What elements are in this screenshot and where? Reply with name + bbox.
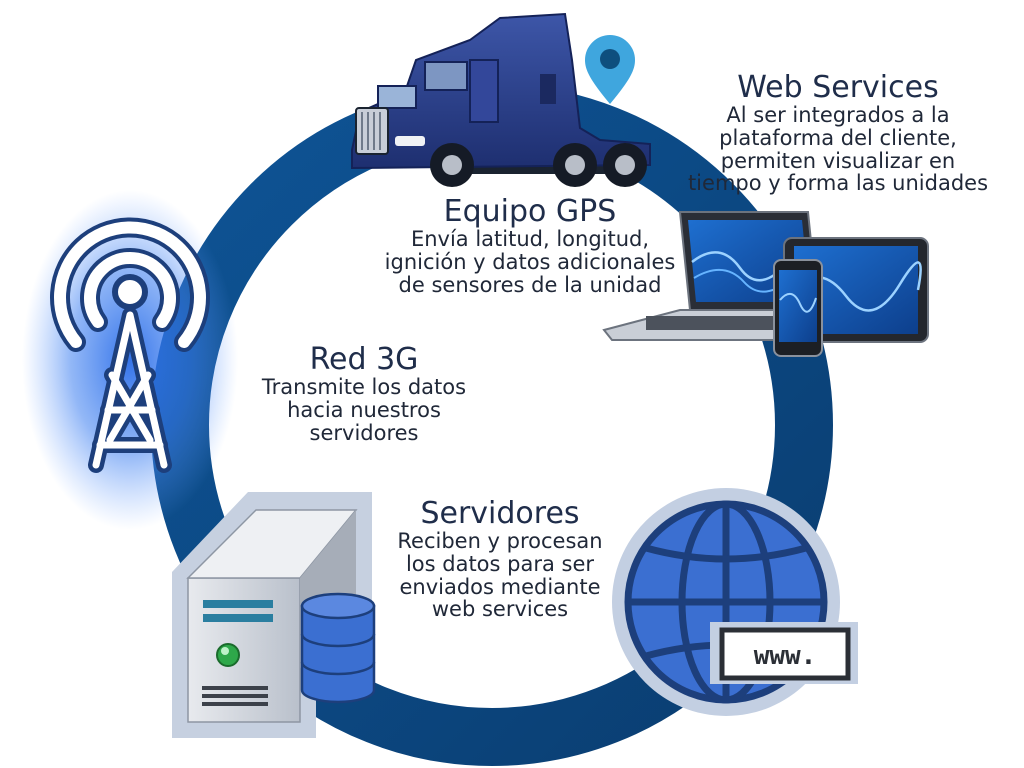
globe-www-icon: www.	[612, 488, 858, 716]
web-title: Web Services	[737, 70, 939, 105]
web-services-label: Web Services Al ser integrados a la plat…	[668, 70, 1008, 196]
gps-title: Equipo GPS	[443, 194, 617, 229]
antenna-tower-icon	[22, 190, 238, 530]
servers-label: Servidores Reciben y procesan los datos …	[360, 496, 640, 622]
srv-title: Servidores	[420, 496, 580, 531]
red-line-2: hacia nuestros	[287, 398, 441, 423]
location-pin-icon	[585, 35, 635, 104]
gps-line-2: ignición y datos adicionales	[384, 250, 676, 275]
web-line-3: permiten visualizar en	[720, 148, 956, 173]
web-line-4: tiempo y forma las unidades	[687, 171, 989, 196]
red-line-3: servidores	[309, 420, 419, 445]
red-title: Red 3G	[309, 342, 419, 377]
srv-line-3: enviados mediante	[399, 574, 601, 599]
red-line-1: Transmite los datos	[261, 375, 467, 400]
truck-icon	[351, 12, 651, 187]
srv-line-1: Reciben y procesan	[397, 529, 603, 554]
database-icon	[300, 592, 376, 704]
truck-wheels	[430, 143, 647, 187]
srv-line-4: web services	[431, 597, 569, 622]
gps-label: Equipo GPS Envía latitud, longitud, igni…	[300, 194, 760, 297]
devices-icon	[602, 211, 929, 357]
web-line-2: plataforma del cliente,	[719, 126, 957, 151]
gps-line-3: de sensores de la unidad	[398, 272, 662, 297]
red-3g-label: Red 3G Transmite los datos hacia nuestro…	[234, 342, 494, 445]
web-line-1: Al ser integrados a la	[726, 103, 950, 128]
srv-line-2: los datos para ser	[405, 552, 595, 577]
server-database-icon	[172, 492, 376, 738]
www-badge-text: www.	[754, 641, 817, 671]
gps-line-1: Envía latitud, longitud,	[410, 227, 650, 252]
